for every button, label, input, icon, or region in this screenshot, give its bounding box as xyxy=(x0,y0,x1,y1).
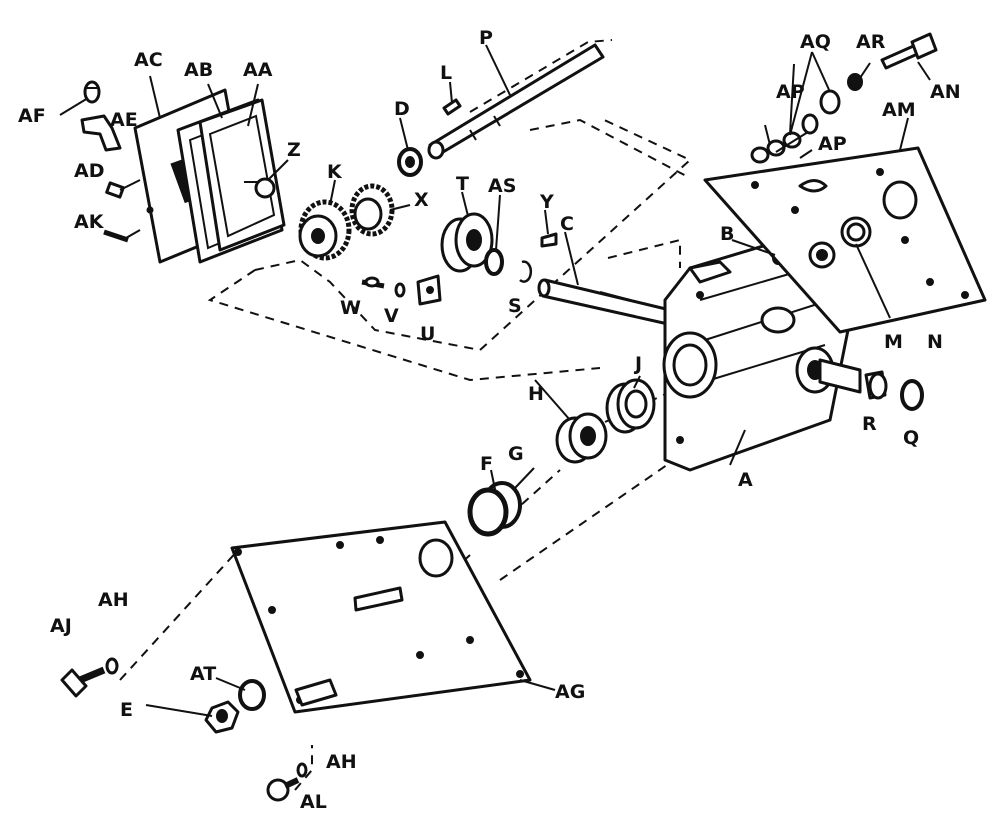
seal-f xyxy=(467,487,509,537)
snap-ring-s xyxy=(519,260,533,283)
label-j: J xyxy=(633,353,642,375)
label-ak: AK xyxy=(74,211,105,233)
bearing-t xyxy=(440,212,494,273)
washer-z xyxy=(254,177,276,199)
washer-ah-bottom xyxy=(296,762,308,778)
washer-at xyxy=(238,679,266,711)
label-f: F xyxy=(480,453,493,475)
label-z: Z xyxy=(287,139,301,161)
key-y xyxy=(540,232,558,248)
label-ab: AB xyxy=(184,59,213,81)
label-d: D xyxy=(394,98,410,120)
label-k: K xyxy=(327,161,343,183)
label-u: U xyxy=(420,323,435,345)
part-labels: AF AC AB AA AE AD AK Z K X D L P T AS Y … xyxy=(18,27,961,813)
washer-v xyxy=(394,282,406,298)
bearing-n xyxy=(840,216,872,248)
label-an: AN xyxy=(930,81,961,103)
shaft-c xyxy=(537,278,672,326)
label-af: AF xyxy=(18,105,46,127)
label-ad: AD xyxy=(74,160,104,182)
label-ae: AE xyxy=(110,109,138,131)
plug-ad xyxy=(105,181,125,199)
label-l: L xyxy=(440,62,452,84)
bearing-h xyxy=(555,412,608,464)
label-y: Y xyxy=(539,191,554,213)
bearing-j xyxy=(605,378,656,434)
label-at: AT xyxy=(190,663,216,685)
label-ap-bottom: AP xyxy=(818,133,847,155)
bushing-m xyxy=(808,241,836,269)
label-t: T xyxy=(456,173,469,195)
label-r: R xyxy=(862,413,877,435)
elbow-fitting-ae xyxy=(80,114,122,152)
plate-u xyxy=(416,274,442,306)
bolt-an xyxy=(880,32,938,70)
bolt-al xyxy=(266,777,300,802)
label-ac: AC xyxy=(134,49,163,71)
label-a: A xyxy=(738,469,753,491)
shaft-p xyxy=(427,43,605,160)
label-b: B xyxy=(720,223,734,245)
label-m: M xyxy=(884,331,903,353)
nut-ar xyxy=(847,73,863,91)
label-q: Q xyxy=(903,427,919,449)
side-plate-ag xyxy=(230,520,532,714)
seal-q xyxy=(900,379,924,411)
label-ap-top: AP xyxy=(776,81,805,103)
needle-bearing-r xyxy=(864,370,888,400)
label-w: W xyxy=(340,297,361,319)
label-p: P xyxy=(479,27,493,49)
grease-fitting-af xyxy=(83,80,101,104)
screw-w xyxy=(361,276,385,289)
gear-x xyxy=(349,183,395,237)
label-n: N xyxy=(927,331,943,353)
label-x: X xyxy=(414,189,429,211)
bearing-d xyxy=(397,147,423,177)
label-c: C xyxy=(560,213,574,235)
label-as: AS xyxy=(488,175,516,197)
nut-e xyxy=(204,700,240,734)
label-h: H xyxy=(528,383,544,405)
gear-housing-a xyxy=(662,233,862,472)
label-ag: AG xyxy=(555,681,585,703)
spacer-as xyxy=(484,248,504,276)
bolt-aj xyxy=(60,666,106,698)
gasket-aa xyxy=(198,98,286,252)
label-ah-bottom: AH xyxy=(326,751,357,773)
label-aj: AJ xyxy=(50,615,72,637)
label-am: AM xyxy=(882,99,916,121)
washers-ap-aq xyxy=(750,89,841,164)
label-g: G xyxy=(508,443,524,465)
label-aa: AA xyxy=(243,59,273,81)
label-s: S xyxy=(508,295,522,317)
screw-ak xyxy=(103,229,129,243)
label-ah-top: AH xyxy=(98,589,129,611)
washer-ah-top xyxy=(105,657,119,675)
label-ar: AR xyxy=(856,31,886,53)
leader-lines xyxy=(59,44,931,717)
gear-k xyxy=(298,199,352,261)
label-al: AL xyxy=(300,791,327,813)
label-e: E xyxy=(120,699,133,721)
label-aq: AQ xyxy=(800,31,831,53)
label-v: V xyxy=(384,305,399,327)
